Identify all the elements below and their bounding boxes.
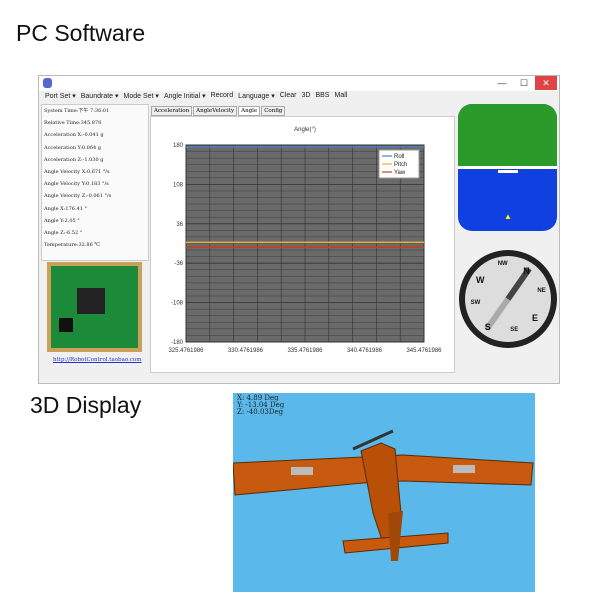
menu-baudrate[interactable]: Baundrate ▾	[80, 93, 119, 100]
y-tick-label: 36	[176, 222, 183, 228]
app-window: — ☐ ✕ Port Set ▾ Baundrate ▾ Mode Set ▾ …	[38, 75, 560, 384]
3d-display-heading: 3D Display	[30, 392, 142, 418]
menu-port-set[interactable]: Port Set ▾	[45, 93, 76, 100]
chip-icon	[59, 318, 73, 332]
maximize-button[interactable]: ☐	[519, 78, 529, 88]
chart-title: Angle(°)	[294, 127, 316, 133]
menu-clear[interactable]: Clear	[279, 92, 297, 99]
x-tick-label: 330.4761986	[228, 348, 264, 354]
legend-label: Yaw	[394, 170, 406, 176]
status-line: Angle Y:2.05 °	[44, 217, 80, 224]
status-line: Angle Z:-6.52 °	[44, 229, 83, 236]
status-line: Angle X:176.41 °	[44, 205, 88, 212]
compass-label: NE	[537, 287, 546, 294]
menu-angle-initial[interactable]: Angle Initial ▾	[163, 93, 206, 100]
menu-language[interactable]: Language ▾	[238, 93, 275, 100]
x-tick-label: 340.4761986	[347, 348, 383, 354]
menu-3d[interactable]: 3D	[301, 92, 311, 99]
angle-y-readout: Y: -13.04 Deg	[237, 401, 285, 409]
y-tick-label: -108	[171, 301, 184, 307]
x-tick-label: 345.4761986	[406, 348, 442, 354]
sensor-board-image	[47, 262, 142, 352]
y-tick-label: -180	[171, 340, 184, 346]
compass-label: SW	[470, 300, 481, 307]
status-line: Angle Velocity Z:-0.061 °/s	[44, 193, 112, 200]
status-line: System Time:下午 7:36:01	[44, 108, 110, 114]
aircraft-symbol-icon	[498, 170, 518, 173]
status-line: Acceleration Z:-1.030 g	[44, 156, 104, 163]
close-button[interactable]: ✕	[535, 76, 557, 90]
x-tick-label: 325.4761986	[168, 348, 204, 354]
angle-chart-panel: Angle(°) 180 108 36 -36 -108 -180 325.4761986 33…	[150, 116, 455, 373]
menu-record[interactable]: Record	[210, 92, 234, 99]
legend-label: Pitch	[394, 162, 407, 168]
3d-view: X: 4.89 Deg Y: -13.04 Deg Z: -40.03Deg	[233, 393, 535, 592]
y-tick-label: -36	[174, 261, 183, 267]
tab-acceleration[interactable]: Acceleration	[151, 106, 193, 116]
y-tick-label: 180	[173, 143, 184, 149]
app-logo-icon	[43, 78, 52, 88]
airplane-model	[233, 429, 534, 561]
menu-bbs[interactable]: BBS	[315, 92, 330, 99]
minimize-button[interactable]: —	[497, 78, 507, 88]
pc-software-heading: PC Software	[16, 20, 146, 46]
website-link[interactable]: http://RobotControl.taobao.com	[53, 357, 142, 363]
angle-z-readout: Z: -40.03Deg	[237, 408, 284, 416]
y-tick-label: 108	[173, 182, 184, 188]
status-line: Temperature:32.86 ℃	[44, 242, 100, 249]
tab-bar: Acceleration AngleVelocity Angle Config	[151, 106, 286, 116]
chip-icon	[77, 288, 105, 314]
horizon-line	[458, 166, 557, 169]
x-tick-label: 335.4761986	[287, 348, 323, 354]
menu-bar: Port Set ▾ Baundrate ▾ Mode Set ▾ Angle …	[45, 92, 347, 100]
status-line: Acceleration X:-0.041 g	[44, 132, 104, 139]
status-line: Relative Time:345.878	[44, 120, 102, 127]
legend-label: Roll	[394, 154, 404, 160]
tab-angle-velocity[interactable]: AngleVelocity	[193, 106, 238, 116]
menu-mall[interactable]: Mall	[334, 92, 348, 99]
compass-label: N	[523, 265, 530, 276]
angle-x-readout: X: 4.89 Deg	[237, 394, 279, 402]
angle-chart: Angle(°) 180 108 36 -36 -108 -180 325.4761986 33…	[168, 127, 442, 354]
status-line: Angle Velocity X:0.671 °/s	[44, 168, 110, 175]
compass-label: SE	[510, 327, 519, 334]
compass-label: S	[484, 322, 491, 333]
sky-area	[458, 104, 557, 166]
menu-mode-set[interactable]: Mode Set ▾	[123, 93, 159, 100]
compass-label: NW	[497, 260, 508, 267]
compass-label: W	[475, 274, 485, 285]
attitude-indicator: ▲	[458, 104, 557, 231]
tab-config[interactable]: Config	[261, 106, 286, 116]
status-line: Acceleration Y:0.064 g	[44, 144, 101, 151]
tab-angle[interactable]: Angle	[238, 106, 261, 116]
pointer-icon: ▲	[504, 212, 512, 221]
compass-label: E	[532, 313, 539, 324]
title-bar: — ☐ ✕	[39, 76, 559, 91]
status-line: Angle Velocity Y:0.183 °/s	[44, 181, 109, 188]
